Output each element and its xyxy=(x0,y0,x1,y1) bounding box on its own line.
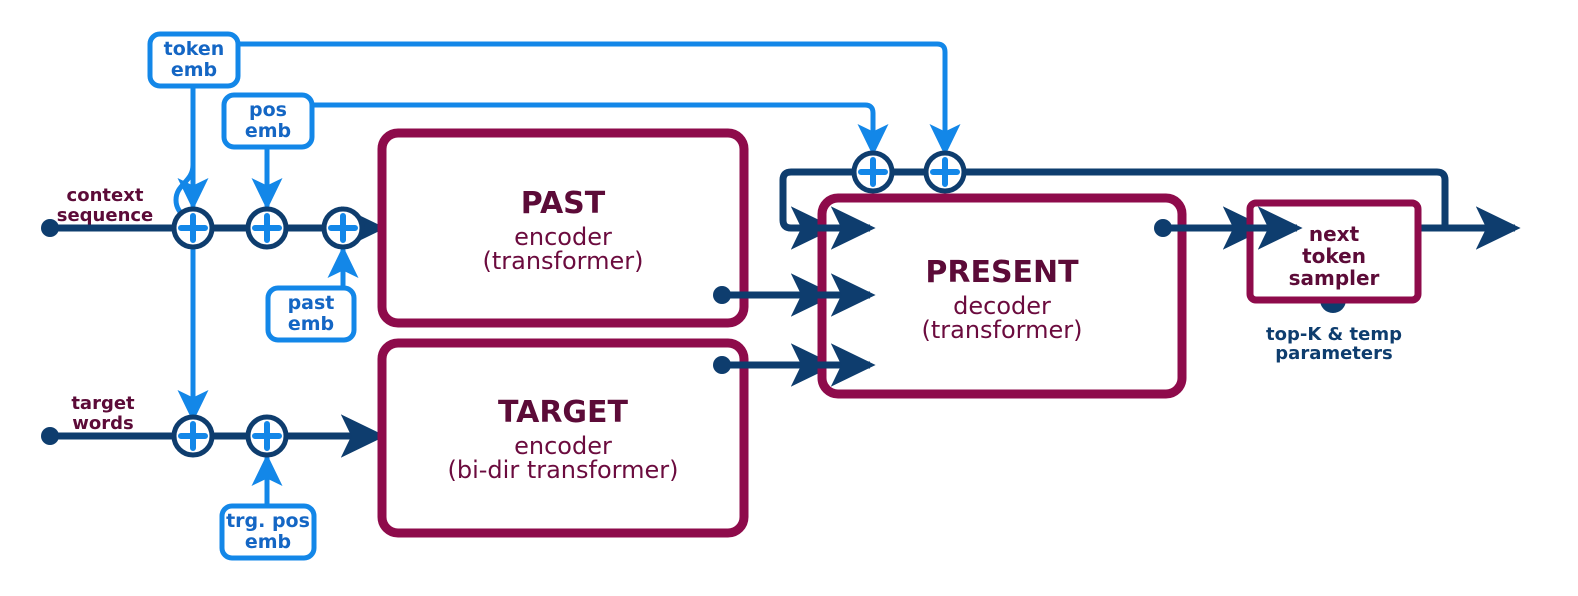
context-sequence-label-line1: context xyxy=(67,185,144,206)
sampler-label-line2: token xyxy=(1302,244,1366,268)
plus-node-token-emb-target[interactable] xyxy=(171,414,215,458)
plus-operators-group xyxy=(171,150,967,458)
sampler-params-label-line1: top-K & temp xyxy=(1266,324,1402,345)
past-module-sub2: (transformer) xyxy=(482,247,643,275)
target-words-label-line2: words xyxy=(72,413,133,434)
wire-pos-emb-to-present-plus xyxy=(309,102,889,157)
wire-token-emb-to-present-plus xyxy=(235,41,961,157)
target-module-title: TARGET xyxy=(498,395,629,430)
plus-node-pos-emb-present[interactable] xyxy=(851,150,895,194)
trg-pos-emb-label-line2: emb xyxy=(245,531,291,553)
wires-over-boxes-group xyxy=(722,206,1303,387)
past-emb-box[interactable] xyxy=(265,285,357,343)
text-labels-group: token emb pos emb past emb trg. pos emb … xyxy=(57,38,1402,553)
emb-boxes-group xyxy=(147,31,357,561)
past-emb-label-line1: past xyxy=(288,292,335,314)
sampler-label-line3: sampler xyxy=(1289,266,1380,290)
target-words-label-line1: target xyxy=(71,393,135,414)
token-emb-label-line2: emb xyxy=(171,59,217,81)
past-encoder-box[interactable] xyxy=(377,128,749,328)
pos-emb-label-line1: pos xyxy=(249,99,287,121)
trg-pos-emb-box[interactable] xyxy=(219,503,317,561)
module-boxes-group xyxy=(377,128,1187,538)
plus-node-pos-emb-context[interactable] xyxy=(245,206,289,250)
wire-token-emb-to-target-plus xyxy=(173,83,209,423)
trg-pos-emb-label-line1: trg. pos xyxy=(226,510,310,532)
dot-target-words-source xyxy=(41,427,59,445)
pos-emb-box[interactable] xyxy=(221,92,315,150)
dot-present-output-overlay xyxy=(1154,219,1172,237)
token-emb-box[interactable] xyxy=(147,31,241,89)
present-module-sub2: (transformer) xyxy=(921,316,1082,344)
dot-target-output-overlay xyxy=(713,356,731,374)
plus-node-token-emb-present[interactable] xyxy=(923,150,967,194)
target-module-sub1: encoder xyxy=(514,432,612,460)
dot-past-output-overlay xyxy=(713,286,731,304)
wire-sampler-feedback-loop xyxy=(779,168,1449,250)
junction-dots-overlay-group xyxy=(713,219,1172,374)
present-module-title: PRESENT xyxy=(925,255,1079,290)
past-module-sub1: encoder xyxy=(514,223,612,251)
past-emb-label-line2: emb xyxy=(288,313,334,335)
past-module-title: PAST xyxy=(521,186,606,221)
dot-context-sequence-source xyxy=(41,219,59,237)
sampler-params-label-line2: parameters xyxy=(1275,343,1392,364)
plus-node-token-emb-context[interactable] xyxy=(171,206,215,250)
pos-emb-label-line2: emb xyxy=(245,120,291,142)
target-encoder-box[interactable] xyxy=(377,338,749,538)
token-emb-label-line1: token xyxy=(164,38,225,60)
context-sequence-label-line2: sequence xyxy=(57,205,154,226)
plus-node-trg-pos-emb-target[interactable] xyxy=(245,414,289,458)
plus-node-past-emb-context[interactable] xyxy=(321,206,365,250)
target-module-sub2: (bi-dir transformer) xyxy=(448,456,679,484)
present-module-sub1: decoder xyxy=(953,292,1051,320)
sampler-label-line1: next xyxy=(1309,222,1360,246)
